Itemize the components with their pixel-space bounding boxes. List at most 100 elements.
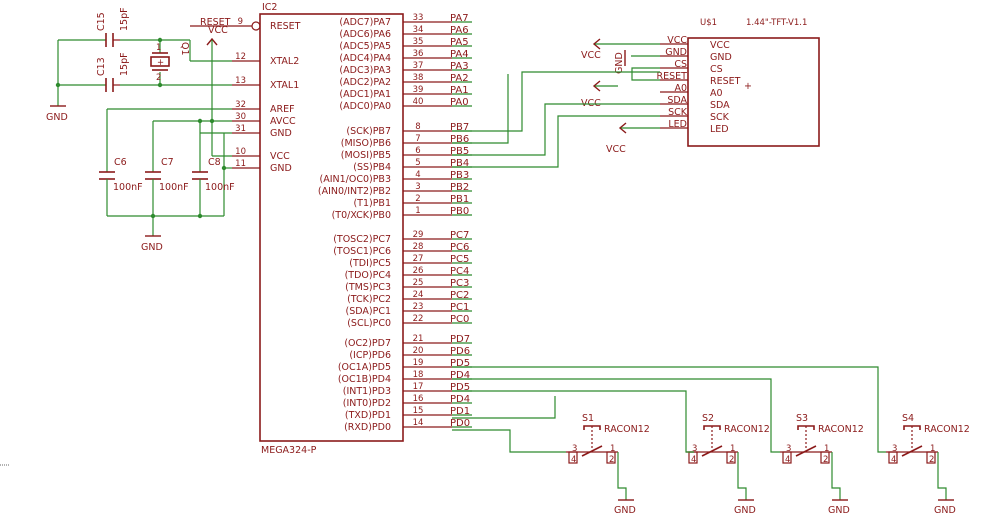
c7-ref: C7 [161, 157, 174, 168]
ic2-pin-name: GND [270, 163, 292, 174]
net-label: PD5 [450, 382, 470, 393]
ic2-pin-num: 7 [415, 134, 420, 144]
c6-value: 100nF [113, 182, 143, 193]
ic2-pin-name: (MISO)PB6 [341, 138, 391, 149]
ic2-pin-num: 2 [415, 194, 420, 204]
tft-pin-name: VCC [710, 40, 730, 51]
net-label: PA2 [450, 73, 469, 84]
switch-pin4: 4 [891, 455, 896, 465]
switch-value: RACON12 [924, 424, 970, 435]
crystal-sign: + [157, 58, 164, 68]
ic2-pin-name: (OC2)PD7 [344, 338, 391, 349]
ic2-pin-name: (SCL)PC0 [347, 318, 391, 329]
c15-ref: C15 [96, 12, 107, 31]
ic2-pin-num: 23 [413, 302, 424, 312]
tft-net-label: SCK [668, 107, 688, 118]
ic2-pin-num: 28 [413, 242, 424, 252]
crystal-ref: Q1 [179, 42, 190, 56]
vcc-arrow [592, 80, 601, 92]
vcc-arrow [206, 37, 218, 46]
tft-pin-name: LED [710, 124, 729, 135]
tft-pin-name: A0 [710, 88, 723, 99]
ic2-pin-name: AREF [270, 104, 295, 115]
net-label: PD4 [450, 370, 470, 381]
ic2-pin-num: 30 [235, 112, 246, 122]
ic2-pin-name: (T0/XCK)PB0 [332, 210, 391, 221]
net-label: PB3 [450, 170, 469, 181]
net-label: PA6 [450, 25, 469, 36]
tft-pin-name: SCK [710, 112, 730, 123]
ic2-pin-num: 17 [413, 382, 424, 392]
gnd-label: GND [614, 52, 625, 74]
gnd-label: GND [934, 505, 956, 516]
tft-pin-name: GND [710, 52, 732, 63]
net-label: PD6 [450, 346, 470, 357]
switch-pin1: 1 [930, 444, 935, 454]
ic2-pin-name: (OC1B)PD4 [338, 374, 391, 385]
ic2-pin-name: XTAL1 [270, 80, 299, 91]
tft-pin-name: RESET [710, 76, 741, 87]
reset-net-label: RESET [200, 17, 231, 28]
vcc-label: VCC [606, 144, 626, 155]
net-label: PC6 [450, 242, 469, 253]
c13-ref: C13 [96, 57, 107, 76]
switch-pin1: 1 [730, 444, 735, 454]
net-label: PB7 [450, 122, 469, 133]
ic2-pin-num: 11 [235, 159, 246, 169]
net-label: PA0 [450, 97, 469, 108]
net-label: PA3 [450, 61, 469, 72]
ic2-pin-name: (T1)PB1 [353, 198, 391, 209]
reset-vcc-section: RESET VCC [200, 17, 232, 157]
net-label: PD7 [450, 334, 470, 345]
ic2-pin-name: (AIN0/INT2)PB2 [318, 186, 391, 197]
ic2-pin-num: 14 [413, 418, 424, 428]
switch-ref: S4 [902, 413, 914, 424]
ic2-pin-name: (INT0)PD2 [343, 398, 391, 409]
net-label: PB2 [450, 182, 469, 193]
net-label: PB6 [450, 134, 469, 145]
gnd-label: GND [734, 505, 756, 516]
net-label: PA7 [450, 13, 469, 24]
tft-net-label: CS [674, 59, 687, 70]
ic2-pin-num: 37 [413, 61, 424, 71]
ic2-pin-num: 15 [413, 406, 424, 416]
ic2-pin-num: 29 [413, 230, 424, 240]
ic2-left-pins: 9 RESET 12 XTAL2 13 XTAL1 32 AREF 30 AVC… [190, 17, 301, 174]
tft-pin-name: SDA [710, 100, 730, 111]
tft-net-label: RESET [657, 71, 688, 82]
gnd-label: GND [141, 242, 163, 253]
vcc-arrow [592, 38, 601, 50]
switch-ref: S1 [582, 413, 594, 424]
gnd-label: GND [46, 112, 68, 123]
tft-value: 1.44"-TFT-V1.1 [746, 18, 807, 28]
switch-pin2: 2 [823, 455, 828, 465]
ic2-pin-name: (TDO)PC4 [345, 270, 391, 281]
net-label: PD1 [450, 406, 470, 417]
vcc-arrow [618, 122, 627, 134]
c15-value: 15pF [119, 7, 130, 31]
vcc-label: VCC [208, 25, 228, 36]
switch-pin3: 3 [786, 444, 791, 454]
ic2-pin-name: VCC [270, 151, 290, 162]
net-label: PA5 [450, 37, 469, 48]
ic2-pin-num: 22 [413, 314, 424, 324]
net-label: PC3 [450, 278, 469, 289]
ic2-pin-num: 20 [413, 346, 424, 356]
ic2-pin-num: 31 [235, 124, 246, 134]
tft-reset-mark: + [744, 81, 752, 92]
tft-module: U$1 1.44"-TFT-V1.1 VCCVCCGNDGNDCSCSRESET… [657, 18, 820, 147]
ic2-pin-name: (INT1)PD3 [343, 386, 391, 397]
switch-pin3: 3 [892, 444, 897, 454]
tft-net-label: A0 [674, 83, 687, 94]
switch-ref: S3 [796, 413, 808, 424]
ic2-pin-num: 38 [413, 73, 424, 83]
net-label: PB5 [450, 146, 469, 157]
gnd-label: GND [828, 505, 850, 516]
ic2-pin-num: 32 [235, 100, 246, 110]
ic2-pin-name: (AIN1/OC0)PB3 [319, 174, 391, 185]
ic2-pin-name: AVCC [270, 116, 296, 127]
ic2-pin-name: (TOSC2)PC7 [333, 234, 391, 245]
net-label: PB0 [450, 206, 469, 217]
